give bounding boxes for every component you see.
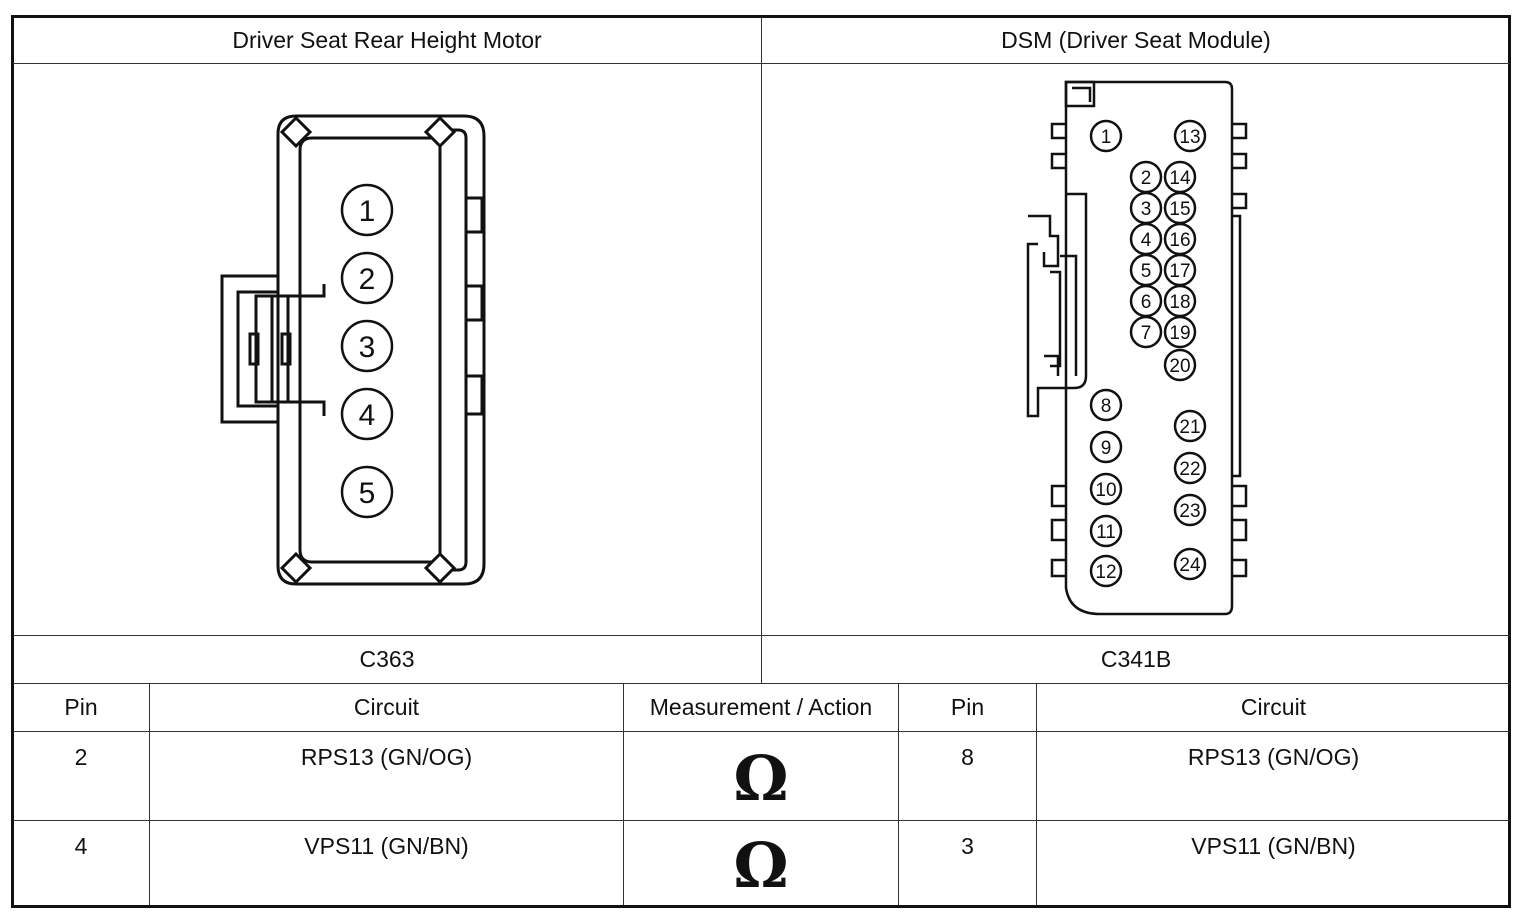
c341b-pin-24: 24: [1173, 547, 1207, 581]
svg-text:3: 3: [359, 331, 376, 364]
svg-text:20: 20: [1169, 356, 1190, 377]
table-row-circuit-b: VPS11 (GN/BN): [1191, 833, 1356, 859]
svg-text:12: 12: [1095, 562, 1116, 583]
c341b-pin-22: 22: [1173, 451, 1207, 485]
svg-text:10: 10: [1095, 480, 1116, 501]
divider: [13, 731, 1510, 732]
c341b-pin-7: 7: [1129, 315, 1163, 349]
divider: [761, 17, 762, 684]
table-row-pin-a: 4: [74, 833, 88, 859]
svg-text:3: 3: [1141, 199, 1152, 220]
c341b-pin-11: 11: [1089, 514, 1123, 548]
divider: [623, 683, 624, 905]
c341b-pin-12: 12: [1089, 554, 1123, 588]
c363-pin-2: 2: [340, 251, 394, 305]
c341b-pin-8: 8: [1089, 388, 1123, 422]
right-connector-id: C341B: [1100, 646, 1172, 672]
svg-text:4: 4: [359, 399, 376, 432]
ohm-measurement-icon: Ω: [733, 829, 789, 902]
c363-pin-5: 5: [340, 465, 394, 519]
table-row-circuit-a: VPS11 (GN/BN): [304, 833, 469, 859]
left-connector-id: C363: [359, 646, 415, 672]
c341b-pin-20: 20: [1163, 348, 1197, 382]
c341b-pin-23: 23: [1173, 493, 1207, 527]
c341b-pin-3: 3: [1129, 191, 1163, 225]
left-connector-title: Driver Seat Rear Height Motor: [232, 26, 542, 53]
column-header-measurement: Measurement / Action: [649, 694, 873, 720]
svg-text:4: 4: [1141, 230, 1152, 251]
svg-text:23: 23: [1179, 501, 1200, 522]
c363-pin-4: 4: [340, 387, 394, 441]
svg-text:5: 5: [359, 477, 376, 510]
table-row-pin-b: 8: [961, 744, 974, 770]
table-row-circuit-b: RPS13 (GN/OG): [1187, 744, 1360, 770]
c363-connector-drawing: 1 2 3 4 5: [220, 114, 486, 586]
column-header-circuit: Circuit: [1240, 694, 1307, 720]
c341b-pin-21: 21: [1173, 409, 1207, 443]
svg-text:17: 17: [1169, 261, 1190, 282]
svg-text:1: 1: [359, 195, 376, 228]
c341b-pin-5: 5: [1129, 253, 1163, 287]
svg-text:21: 21: [1179, 417, 1200, 438]
c341b-pin-19: 19: [1163, 315, 1197, 349]
c341b-pin-1: 1: [1089, 119, 1123, 153]
c341b-pin-18: 18: [1163, 284, 1197, 318]
svg-text:2: 2: [359, 263, 376, 296]
divider: [13, 820, 1510, 821]
column-header-circuit: Circuit: [353, 694, 420, 720]
svg-text:9: 9: [1101, 438, 1112, 459]
svg-text:24: 24: [1179, 555, 1201, 576]
column-header-pin: Pin: [950, 694, 985, 720]
svg-text:6: 6: [1141, 292, 1152, 313]
divider: [149, 683, 150, 905]
c341b-pin-15: 15: [1163, 191, 1197, 225]
svg-text:5: 5: [1141, 261, 1152, 282]
c363-pin-1: 1: [340, 183, 394, 237]
svg-text:15: 15: [1169, 199, 1190, 220]
table-row-pin-b: 3: [961, 833, 974, 859]
c341b-pin-4: 4: [1129, 222, 1163, 256]
svg-text:1: 1: [1101, 127, 1112, 148]
c341b-pin-17: 17: [1163, 253, 1197, 287]
diagram-frame: [11, 15, 1511, 908]
c341b-pin-14: 14: [1163, 160, 1197, 194]
ohm-measurement-icon: Ω: [733, 742, 789, 815]
svg-text:14: 14: [1169, 168, 1191, 189]
c341b-pin-9: 9: [1089, 430, 1123, 464]
svg-text:16: 16: [1169, 230, 1190, 251]
right-connector-title: DSM (Driver Seat Module): [1001, 26, 1271, 53]
table-row-pin-a: 2: [74, 744, 88, 770]
divider: [1036, 683, 1037, 905]
column-header-pin: Pin: [64, 694, 98, 720]
svg-text:22: 22: [1179, 459, 1200, 480]
c341b-pin-16: 16: [1163, 222, 1197, 256]
svg-text:18: 18: [1169, 292, 1190, 313]
c341b-pin-10: 10: [1089, 472, 1123, 506]
svg-text:2: 2: [1141, 168, 1152, 189]
c363-pin-3: 3: [340, 319, 394, 373]
divider: [898, 683, 899, 905]
c341b-pin-2: 2: [1129, 160, 1163, 194]
svg-text:7: 7: [1141, 323, 1152, 344]
svg-text:8: 8: [1101, 396, 1112, 417]
svg-text:19: 19: [1169, 323, 1190, 344]
svg-text:13: 13: [1179, 127, 1200, 148]
table-row-circuit-a: RPS13 (GN/OG): [300, 744, 473, 770]
c341b-pin-6: 6: [1129, 284, 1163, 318]
svg-text:11: 11: [1096, 522, 1116, 543]
c341b-pin-13: 13: [1173, 119, 1207, 153]
